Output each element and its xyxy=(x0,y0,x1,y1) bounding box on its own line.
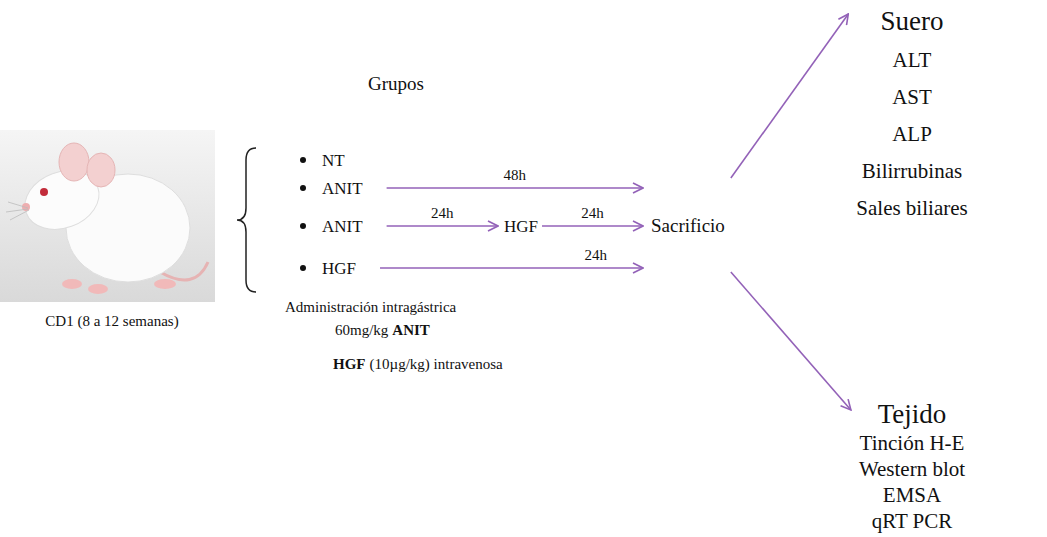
tissue-list: TejidoTinción H-EWestern blotEMSAqRT PCR xyxy=(851,398,973,534)
group-item: HGF xyxy=(312,258,380,279)
mouse-photo xyxy=(0,130,215,302)
dose-note: ANIT xyxy=(392,321,430,339)
node-text: ALT xyxy=(856,42,967,79)
connector-arrow xyxy=(387,187,643,189)
mouse-eye xyxy=(40,188,48,196)
mouse-paw xyxy=(154,279,176,289)
dose-note: HGF xyxy=(333,355,366,373)
bullet xyxy=(300,223,306,229)
node-text: Western blot xyxy=(859,456,965,482)
group-item: ANIT xyxy=(312,178,387,199)
node-text: HGF xyxy=(504,216,538,237)
mouse-whiskers xyxy=(6,202,29,220)
node-text: EMSA xyxy=(859,482,965,508)
node-text: NT xyxy=(322,150,345,171)
connector-arrow xyxy=(387,225,498,227)
node-text: Bilirrubinas xyxy=(856,153,967,190)
list-heading: Suero xyxy=(856,0,967,42)
node-text: Sacrificio xyxy=(651,214,725,237)
list-heading: Tejido xyxy=(859,398,965,430)
node-text: HGF xyxy=(322,258,356,279)
dose-note: 60mg/kg xyxy=(335,321,388,339)
serum-list: SueroALTASTALPBilirrubinasSales biliares xyxy=(848,0,975,227)
group-item: NT xyxy=(312,150,369,171)
connector-arrow xyxy=(542,225,643,227)
mouse-ear xyxy=(87,153,115,187)
dose-note: (10µg/kg) intravenosa xyxy=(370,355,503,373)
photo-caption: CD1 (8 a 12 semanas) xyxy=(45,312,178,330)
mouse-paw xyxy=(62,279,82,289)
group-item: ANIT xyxy=(312,216,387,237)
mouse-ear xyxy=(59,143,89,181)
node-text: ANIT xyxy=(322,178,363,199)
node-text: ANIT xyxy=(322,216,363,237)
group-heading: Grupos xyxy=(368,72,424,95)
node-text: AST xyxy=(856,79,967,116)
photo-background xyxy=(0,130,215,302)
node-text: Tinción H-E xyxy=(859,430,965,456)
mouse-paw xyxy=(88,284,108,294)
dose-note: Administración intragástrica xyxy=(285,298,456,316)
duration-label: 24h xyxy=(579,204,606,222)
connector-arrow xyxy=(380,267,643,269)
bullet xyxy=(300,185,306,191)
node-text: Sales biliares xyxy=(856,190,967,227)
duration-label: 24h xyxy=(429,204,456,222)
curly-brace xyxy=(237,148,256,292)
bullet xyxy=(300,157,306,163)
node-text: qRT PCR xyxy=(859,508,965,534)
duration-label: 24h xyxy=(582,246,609,264)
connector-arrow xyxy=(731,272,851,410)
treatment-step: HGF xyxy=(500,216,542,237)
node-text: ALP xyxy=(856,116,967,153)
bullet xyxy=(300,265,306,271)
duration-label: 48h xyxy=(502,166,529,184)
sacrifice-step: Sacrificio xyxy=(645,170,731,280)
connector-arrow xyxy=(731,14,848,178)
